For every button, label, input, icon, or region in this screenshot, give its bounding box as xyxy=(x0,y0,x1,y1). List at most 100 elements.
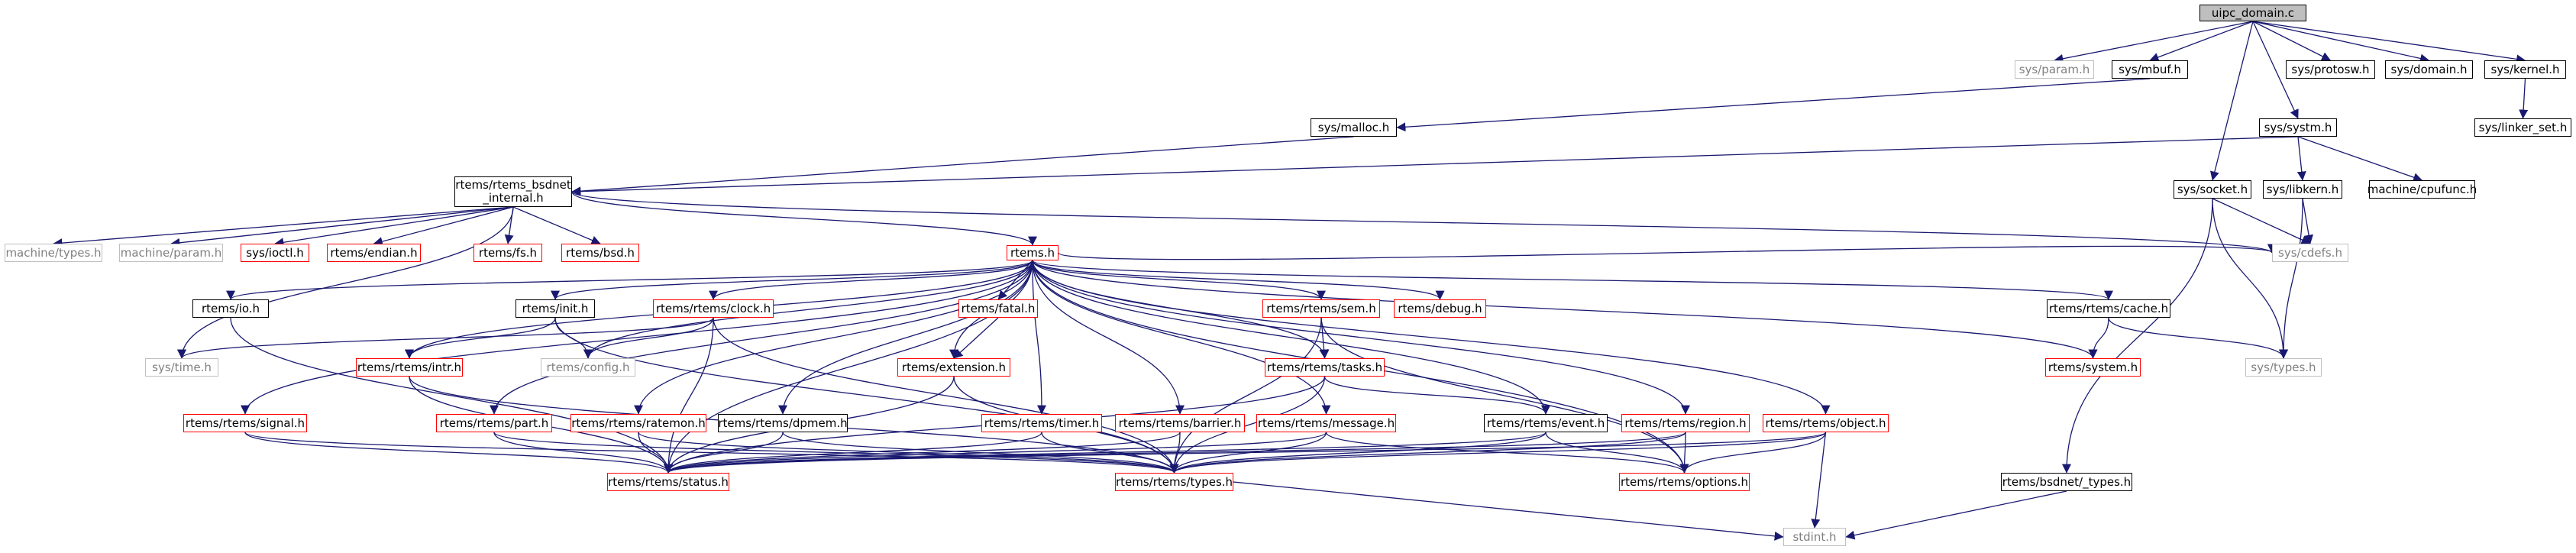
include-edge xyxy=(373,206,514,246)
include-edge xyxy=(2062,198,2213,474)
include-edge xyxy=(664,432,1547,474)
include-edge xyxy=(1032,260,1690,415)
include-edge xyxy=(1845,490,2067,540)
include-edge xyxy=(1032,260,1550,415)
include-edge xyxy=(1169,432,1686,474)
include-edge xyxy=(1032,260,1445,300)
node-rtems-bsdnet-types[interactable]: rtems/bsdnet/_types.h xyxy=(2001,473,2132,491)
include-edge xyxy=(713,317,1179,474)
node-rtems-object[interactable]: rtems/rtems/object.h xyxy=(1763,414,1889,432)
node-rtems-clock[interactable]: rtems/rtems/clock.h xyxy=(653,299,774,318)
include-edge xyxy=(1032,260,2098,359)
node-rtems-ratemon[interactable]: rtems/rtems/ratemon.h xyxy=(570,414,706,432)
include-edge xyxy=(782,432,1179,474)
include-edges xyxy=(53,21,2529,541)
node-sys-kernel[interactable]: sys/kernel.h xyxy=(2484,60,2566,79)
node-stdint: stdint.h xyxy=(1783,528,1846,546)
include-edge xyxy=(177,206,514,359)
node-rtems-intr[interactable]: rtems/rtems/intr.h xyxy=(356,358,463,377)
node-rtems-barrier[interactable]: rtems/rtems/barrier.h xyxy=(1115,414,1245,432)
node-rtems-bsdnet-internal[interactable]: rtems/rtems_bsdnet _internal.h xyxy=(454,176,572,207)
node-rtems-io[interactable]: rtems/io.h xyxy=(192,299,269,318)
node-rtems-message[interactable]: rtems/rtems/message.h xyxy=(1256,414,1396,432)
include-edge xyxy=(634,260,1033,415)
node-rtems-dpmem[interactable]: rtems/rtems/dpmem.h xyxy=(718,414,848,432)
include-edge xyxy=(664,432,1042,474)
node-sys-systm[interactable]: sys/systm.h xyxy=(2259,118,2337,137)
node-machine-types: machine/types.h xyxy=(5,244,102,262)
node-rtems-bsd[interactable]: rtems/bsd.h xyxy=(561,244,639,262)
include-edge xyxy=(2279,198,2303,359)
include-edge xyxy=(2212,198,2311,244)
include-edge xyxy=(1169,432,1827,474)
include-edge xyxy=(2054,21,2254,63)
include-edge xyxy=(571,191,2277,254)
node-rtems-status[interactable]: rtems/rtems/status.h xyxy=(607,473,729,491)
node-rtems-fatal[interactable]: rtems/fatal.h xyxy=(958,299,1038,318)
include-edge xyxy=(512,206,601,245)
include-edge xyxy=(2252,21,2299,119)
include-edge xyxy=(664,432,1181,474)
include-edge xyxy=(2210,21,2254,181)
include-edge xyxy=(2149,21,2254,62)
node-rtems-init[interactable]: rtems/init.h xyxy=(516,299,595,318)
node-rtems-extension[interactable]: rtems/extension.h xyxy=(897,358,1010,377)
node-machine-param: machine/param.h xyxy=(119,244,223,262)
include-edge xyxy=(664,432,1327,474)
node-rtems-tasks[interactable]: rtems/rtems/tasks.h xyxy=(1265,358,1385,377)
include-edge xyxy=(490,260,1033,415)
node-sys-domain[interactable]: sys/domain.h xyxy=(2385,60,2473,79)
node-rtems-signal[interactable]: rtems/rtems/signal.h xyxy=(183,414,307,432)
include-edge xyxy=(1032,260,1046,415)
include-edge xyxy=(170,206,514,247)
node-rtems-types[interactable]: rtems/rtems/types.h xyxy=(1115,473,1233,491)
node-sys-socket[interactable]: sys/socket.h xyxy=(2174,180,2251,199)
include-edge xyxy=(2519,78,2529,119)
node-rtems-debug[interactable]: rtems/debug.h xyxy=(1394,299,1486,318)
node-sys-ioctl[interactable]: sys/ioctl.h xyxy=(241,244,309,262)
include-edge xyxy=(551,260,1033,300)
include-edge xyxy=(2088,317,2109,359)
node-rtems-fs[interactable]: rtems/fs.h xyxy=(474,244,542,262)
include-edge xyxy=(1032,260,1185,415)
include-edge xyxy=(53,206,514,248)
node-rtems-endian[interactable]: rtems/endian.h xyxy=(327,244,421,262)
node-rtems-region[interactable]: rtems/rtems/region.h xyxy=(1621,414,1750,432)
node-rtems-config: rtems/config.h xyxy=(541,358,635,377)
node-rtems-part[interactable]: rtems/rtems/part.h xyxy=(436,414,552,432)
node-rtems-timer[interactable]: rtems/rtems/timer.h xyxy=(981,414,1102,432)
include-edge xyxy=(2252,21,2430,63)
include-edge xyxy=(2297,136,2423,182)
include-edge xyxy=(1169,317,1322,474)
include-edge xyxy=(571,191,1037,246)
include-edge xyxy=(1324,376,1550,415)
node-sys-param: sys/param.h xyxy=(2015,60,2094,79)
node-sys-linker-set[interactable]: sys/linker_set.h xyxy=(2474,118,2571,137)
node-sys-mbuf[interactable]: sys/mbuf.h xyxy=(2112,60,2188,79)
node-rtems-cache[interactable]: rtems/rtems/cache.h xyxy=(2047,299,2170,318)
node-sys-malloc[interactable]: sys/malloc.h xyxy=(1311,118,1397,137)
node-rtems-options[interactable]: rtems/rtems/options.h xyxy=(1619,473,1750,491)
include-edge xyxy=(1169,376,1326,474)
node-sys-libkern[interactable]: sys/libkern.h xyxy=(2263,180,2342,199)
node-rtems-system[interactable]: rtems/system.h xyxy=(2045,358,2141,377)
node-sys-protosw[interactable]: sys/protosw.h xyxy=(2286,60,2375,79)
include-edge xyxy=(2252,21,2332,61)
include-edge xyxy=(1032,260,1326,300)
include-edge xyxy=(241,260,1033,415)
node-sys-cdefs: sys/cdefs.h xyxy=(2272,244,2348,262)
node-machine-cpufunc[interactable]: machine/cpufunc.h xyxy=(2368,180,2477,199)
node-rtems-sem[interactable]: rtems/rtems/sem.h xyxy=(1262,299,1380,318)
include-edge xyxy=(2108,317,2288,359)
include-edge xyxy=(2252,21,2526,64)
include-edge xyxy=(953,317,999,359)
include-edge xyxy=(1811,432,1827,529)
node-sys-types: sys/types.h xyxy=(2245,358,2322,377)
include-edge xyxy=(571,136,1354,196)
include-edge xyxy=(1032,260,1831,415)
include-edge xyxy=(2212,198,2288,359)
node-rtems-event[interactable]: rtems/rtems/event.h xyxy=(1484,414,1608,432)
include-edge xyxy=(664,432,1827,474)
node-rtems-h[interactable]: rtems.h xyxy=(1007,245,1059,260)
